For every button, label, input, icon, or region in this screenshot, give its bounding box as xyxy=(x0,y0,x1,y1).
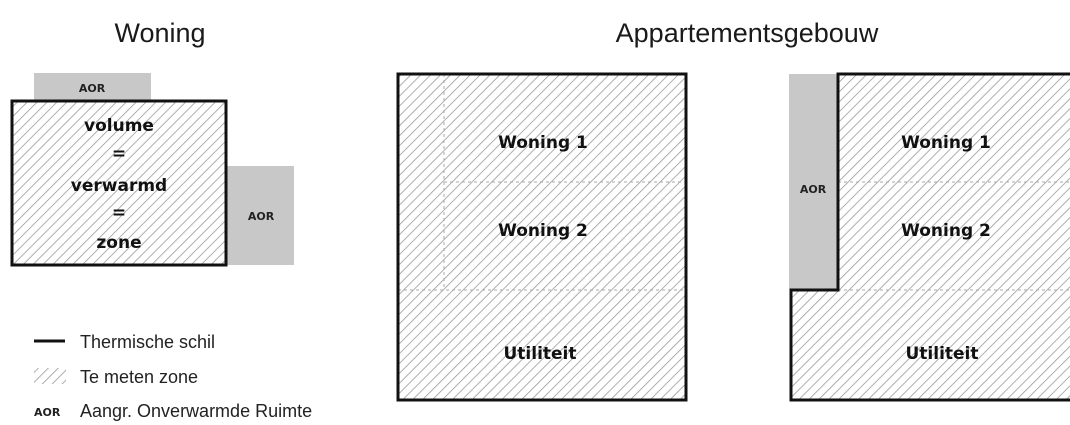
woning-line-eq1: = xyxy=(112,144,126,164)
apt-right-woning2: Woning 2 xyxy=(901,221,991,241)
appartement-title: Appartementsgebouw xyxy=(616,18,879,48)
woning-line-zone: zone xyxy=(96,233,141,253)
legend-zone-label: Te meten zone xyxy=(80,367,198,387)
apt-right-utiliteit: Utiliteit xyxy=(905,344,978,364)
apt-left-woning1: Woning 1 xyxy=(498,133,588,153)
woning-line-eq2: = xyxy=(112,203,126,223)
legend-zone-swatch xyxy=(34,368,66,384)
apt-left-woning2: Woning 2 xyxy=(498,221,588,241)
apt-left-shell xyxy=(396,72,688,402)
woning-aor-top-box xyxy=(34,73,151,100)
woning-aor-right-label: AOR xyxy=(248,210,275,223)
apt-right-aor-box xyxy=(789,74,837,289)
woning-line-volume: volume xyxy=(84,116,154,136)
apt-right-aor-label: AOR xyxy=(800,183,827,196)
woning-line-verwarmd: verwarmd xyxy=(71,176,167,196)
woning-aor-top-label: AOR xyxy=(79,82,106,95)
legend-shell-label: Thermische schil xyxy=(80,332,215,352)
legend-aor-tag: AOR xyxy=(34,406,61,419)
woning-aor-right-box xyxy=(227,166,294,265)
apt-right-shell xyxy=(789,72,1070,402)
legend-aor-label: Aangr. Onverwarmde Ruimte xyxy=(80,401,312,421)
woning-title: Woning xyxy=(114,18,205,48)
woning-zone-box xyxy=(10,99,228,267)
apt-left-zone-box xyxy=(398,74,686,400)
apt-right-woning1: Woning 1 xyxy=(901,133,991,153)
apt-left-utiliteit: Utiliteit xyxy=(503,344,576,364)
